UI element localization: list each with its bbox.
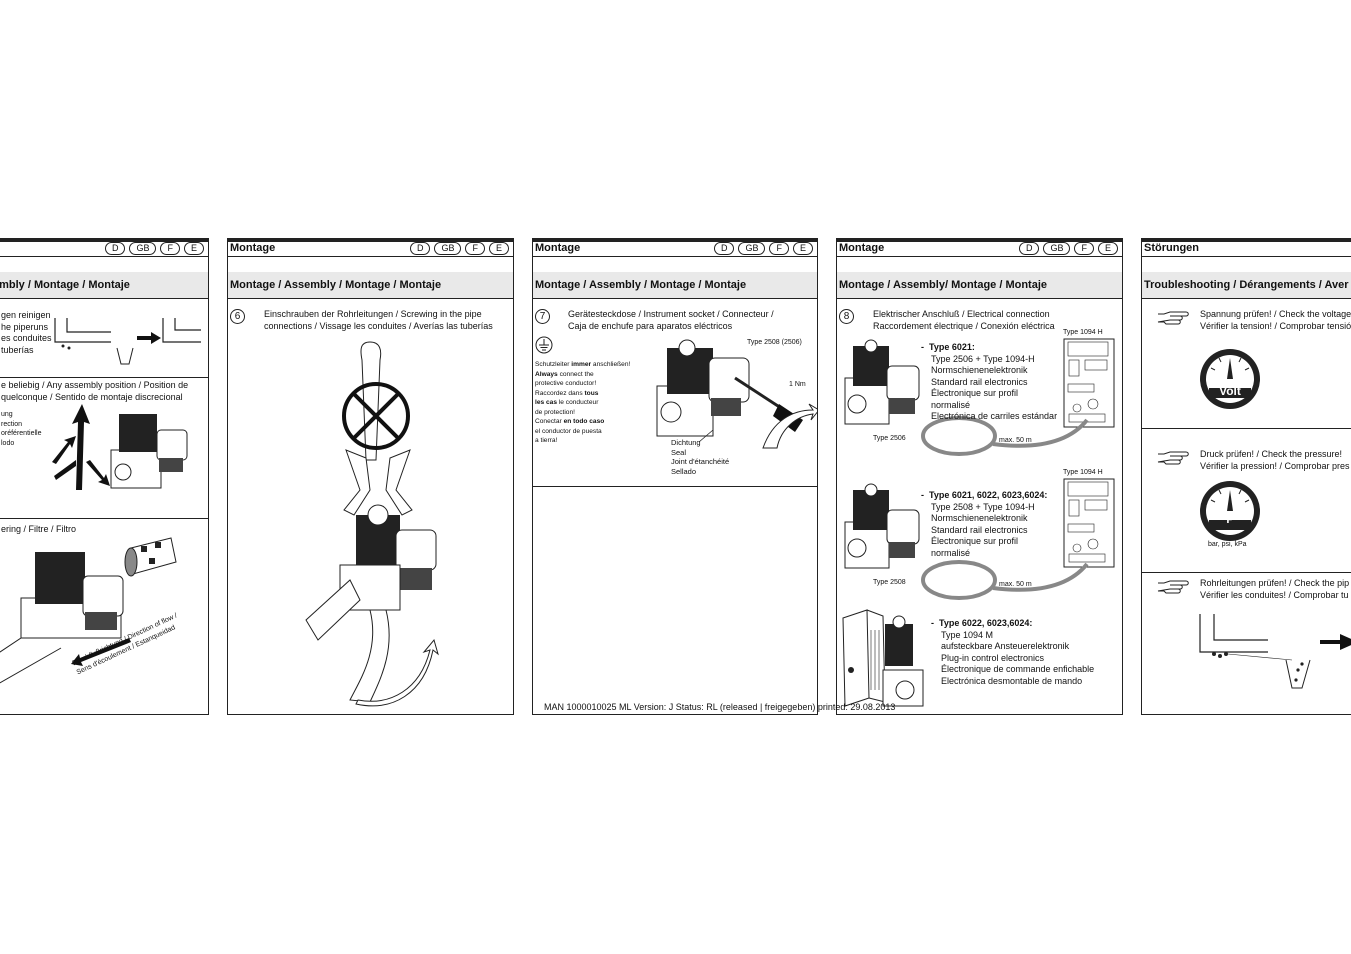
block-type-6021: - Type 6021: Type 2506 + Type 1094-H Nor… xyxy=(921,342,1058,421)
pointing-hand-icon xyxy=(1157,451,1189,465)
language-codes: D GB F E xyxy=(409,242,509,255)
panel-header: D GB F E xyxy=(0,242,208,257)
language-codes: D GB F E xyxy=(104,242,204,255)
voltmeter-icon xyxy=(1200,349,1260,409)
panel-header: Störungen D GB xyxy=(1142,242,1351,257)
type-1094h-label: Type 1094 H xyxy=(1063,329,1103,336)
valve-1094m-illustration xyxy=(842,609,924,707)
valve-2508-illustration xyxy=(844,483,1089,600)
lang-f: F xyxy=(769,242,789,255)
type-2506-label: Type 2506 xyxy=(873,435,906,442)
pointing-hand-icon xyxy=(1157,311,1189,325)
pressure-gauge-icon xyxy=(1200,481,1260,541)
step-number: 7 xyxy=(535,309,550,324)
lang-e: E xyxy=(1097,242,1118,255)
panel-instrument-socket: Montage D GB F E Montage / Assembly / Mo… xyxy=(532,238,818,715)
valve-filter-illustration xyxy=(0,537,177,684)
max-length-label: max. 50 m xyxy=(999,437,1032,444)
pipe-clean-illustration xyxy=(1199,614,1351,689)
valve-illustration-position xyxy=(110,414,188,489)
step-text: Gerätesteckdose / Instrument socket / Co… xyxy=(568,309,774,331)
lang-gb: GB xyxy=(1043,242,1071,255)
lang-e: E xyxy=(183,242,204,255)
panel-header: Montage D GB F E xyxy=(228,242,513,257)
pointing-hand-icon xyxy=(1157,580,1189,594)
panel-screwing-pipes: Montage D GB F E Montage / Assembly / Mo… xyxy=(227,238,514,715)
section-position-text: e beliebig / Any assembly position / Pos… xyxy=(1,380,189,402)
lang-gb: GB xyxy=(129,242,157,255)
check-pipes-text: Rohrleitungen prüfen! / Check the pip Vé… xyxy=(1200,578,1350,600)
lang-f: F xyxy=(1074,242,1094,255)
step-text: Elektrischer Anschluß / Electrical conne… xyxy=(873,309,1055,331)
document-footer: MAN 1000010025 ML Version: J Status: RL … xyxy=(544,702,896,712)
lang-d: D xyxy=(104,242,126,255)
lang-gb: GB xyxy=(738,242,766,255)
ground-icon xyxy=(535,336,553,354)
panel-subtitle: Montage / Assembly / Montage / Montaje xyxy=(228,272,513,299)
check-voltage-text: Spannung prüfen! / Check the voltage Vér… xyxy=(1200,309,1351,331)
volt-label: Volt xyxy=(1219,384,1241,398)
panel-subtitle: Montage / Assembly / Montage / Montaje xyxy=(533,272,817,299)
rail-electronics-illustration xyxy=(1063,338,1115,428)
rail-electronics-illustration-2 xyxy=(1063,478,1115,568)
panel-header: Montage D GB F E xyxy=(533,242,817,257)
protective-conductor-warning: Schutzleiter immer anschließen! Always c… xyxy=(535,361,631,444)
panel-header: Montage D GB F E xyxy=(837,242,1122,257)
language-codes: D GB F E xyxy=(713,242,813,255)
pressure-units: bar, psi, kPa xyxy=(1208,541,1247,548)
lang-e: E xyxy=(488,242,509,255)
pipe-clean-illustration xyxy=(54,318,201,365)
lang-d: D xyxy=(713,242,735,255)
block-type-6021-6024: - Type 6021, 6022, 6023,6024: Type 2508 … xyxy=(921,490,1048,558)
section-position-small: ung rection oréférentielle lodo xyxy=(1,411,42,447)
pressure-label: P xyxy=(1226,514,1234,526)
step-number: 6 xyxy=(230,309,245,324)
type-1094h-label-2: Type 1094 H xyxy=(1063,469,1103,476)
language-codes: D GB F E xyxy=(1018,242,1118,255)
socket-valve-illustration xyxy=(656,339,817,449)
torque-label: 1 Nm xyxy=(789,381,806,388)
seal-label: Dichtung Seal Joint d'étanchéité Sellado xyxy=(671,438,730,476)
lang-d: D xyxy=(409,242,431,255)
panel-title: Montage xyxy=(839,242,885,254)
block-type-6022-6024: - Type 6022, 6023,6024: Type 1094 M aufs… xyxy=(931,618,1095,686)
lang-f: F xyxy=(160,242,180,255)
section-filter-text: ering / Filtre / Filtro xyxy=(1,524,77,534)
panel-subtitle: embly / Montage / Montaje xyxy=(0,272,208,299)
panel-subtitle: Montage / Assembly/ Montage / Montaje xyxy=(837,272,1122,299)
panel-title: Montage xyxy=(230,242,276,254)
type-label: Type 2508 (2506) xyxy=(747,339,802,346)
arrows-illustration xyxy=(52,404,110,490)
type-2508-label: Type 2508 xyxy=(873,579,906,586)
wrench-valve-illustration xyxy=(305,341,439,707)
check-pressure-text: Druck prüfen! / Check the pressure! Véri… xyxy=(1200,449,1350,471)
step-text: Einschrauben der Rohrleitungen / Screwin… xyxy=(264,309,493,331)
panel-troubleshooting-partial: Störungen D GB Troubleshooting / Dérange… xyxy=(1141,238,1351,715)
panel-title: Montage xyxy=(535,242,581,254)
panel-assembly-partial: D GB F E embly / Montage / Montaje gen r… xyxy=(0,238,209,715)
panel-title: Störungen xyxy=(1144,242,1199,254)
max-length-label-2: max. 50 m xyxy=(999,581,1032,588)
panel-electrical-connection: Montage D GB F E Montage / Assembly/ Mon… xyxy=(836,238,1123,715)
section-clean-text: gen reinigen he piperuns es conduites tu… xyxy=(1,310,52,355)
lang-e: E xyxy=(792,242,813,255)
step-number: 8 xyxy=(839,309,854,324)
valve-2506-illustration xyxy=(844,339,1089,456)
lang-gb: GB xyxy=(434,242,462,255)
lang-d: D xyxy=(1018,242,1040,255)
lang-f: F xyxy=(465,242,485,255)
panel-subtitle: Troubleshooting / Dérangements / Aver xyxy=(1142,272,1351,299)
